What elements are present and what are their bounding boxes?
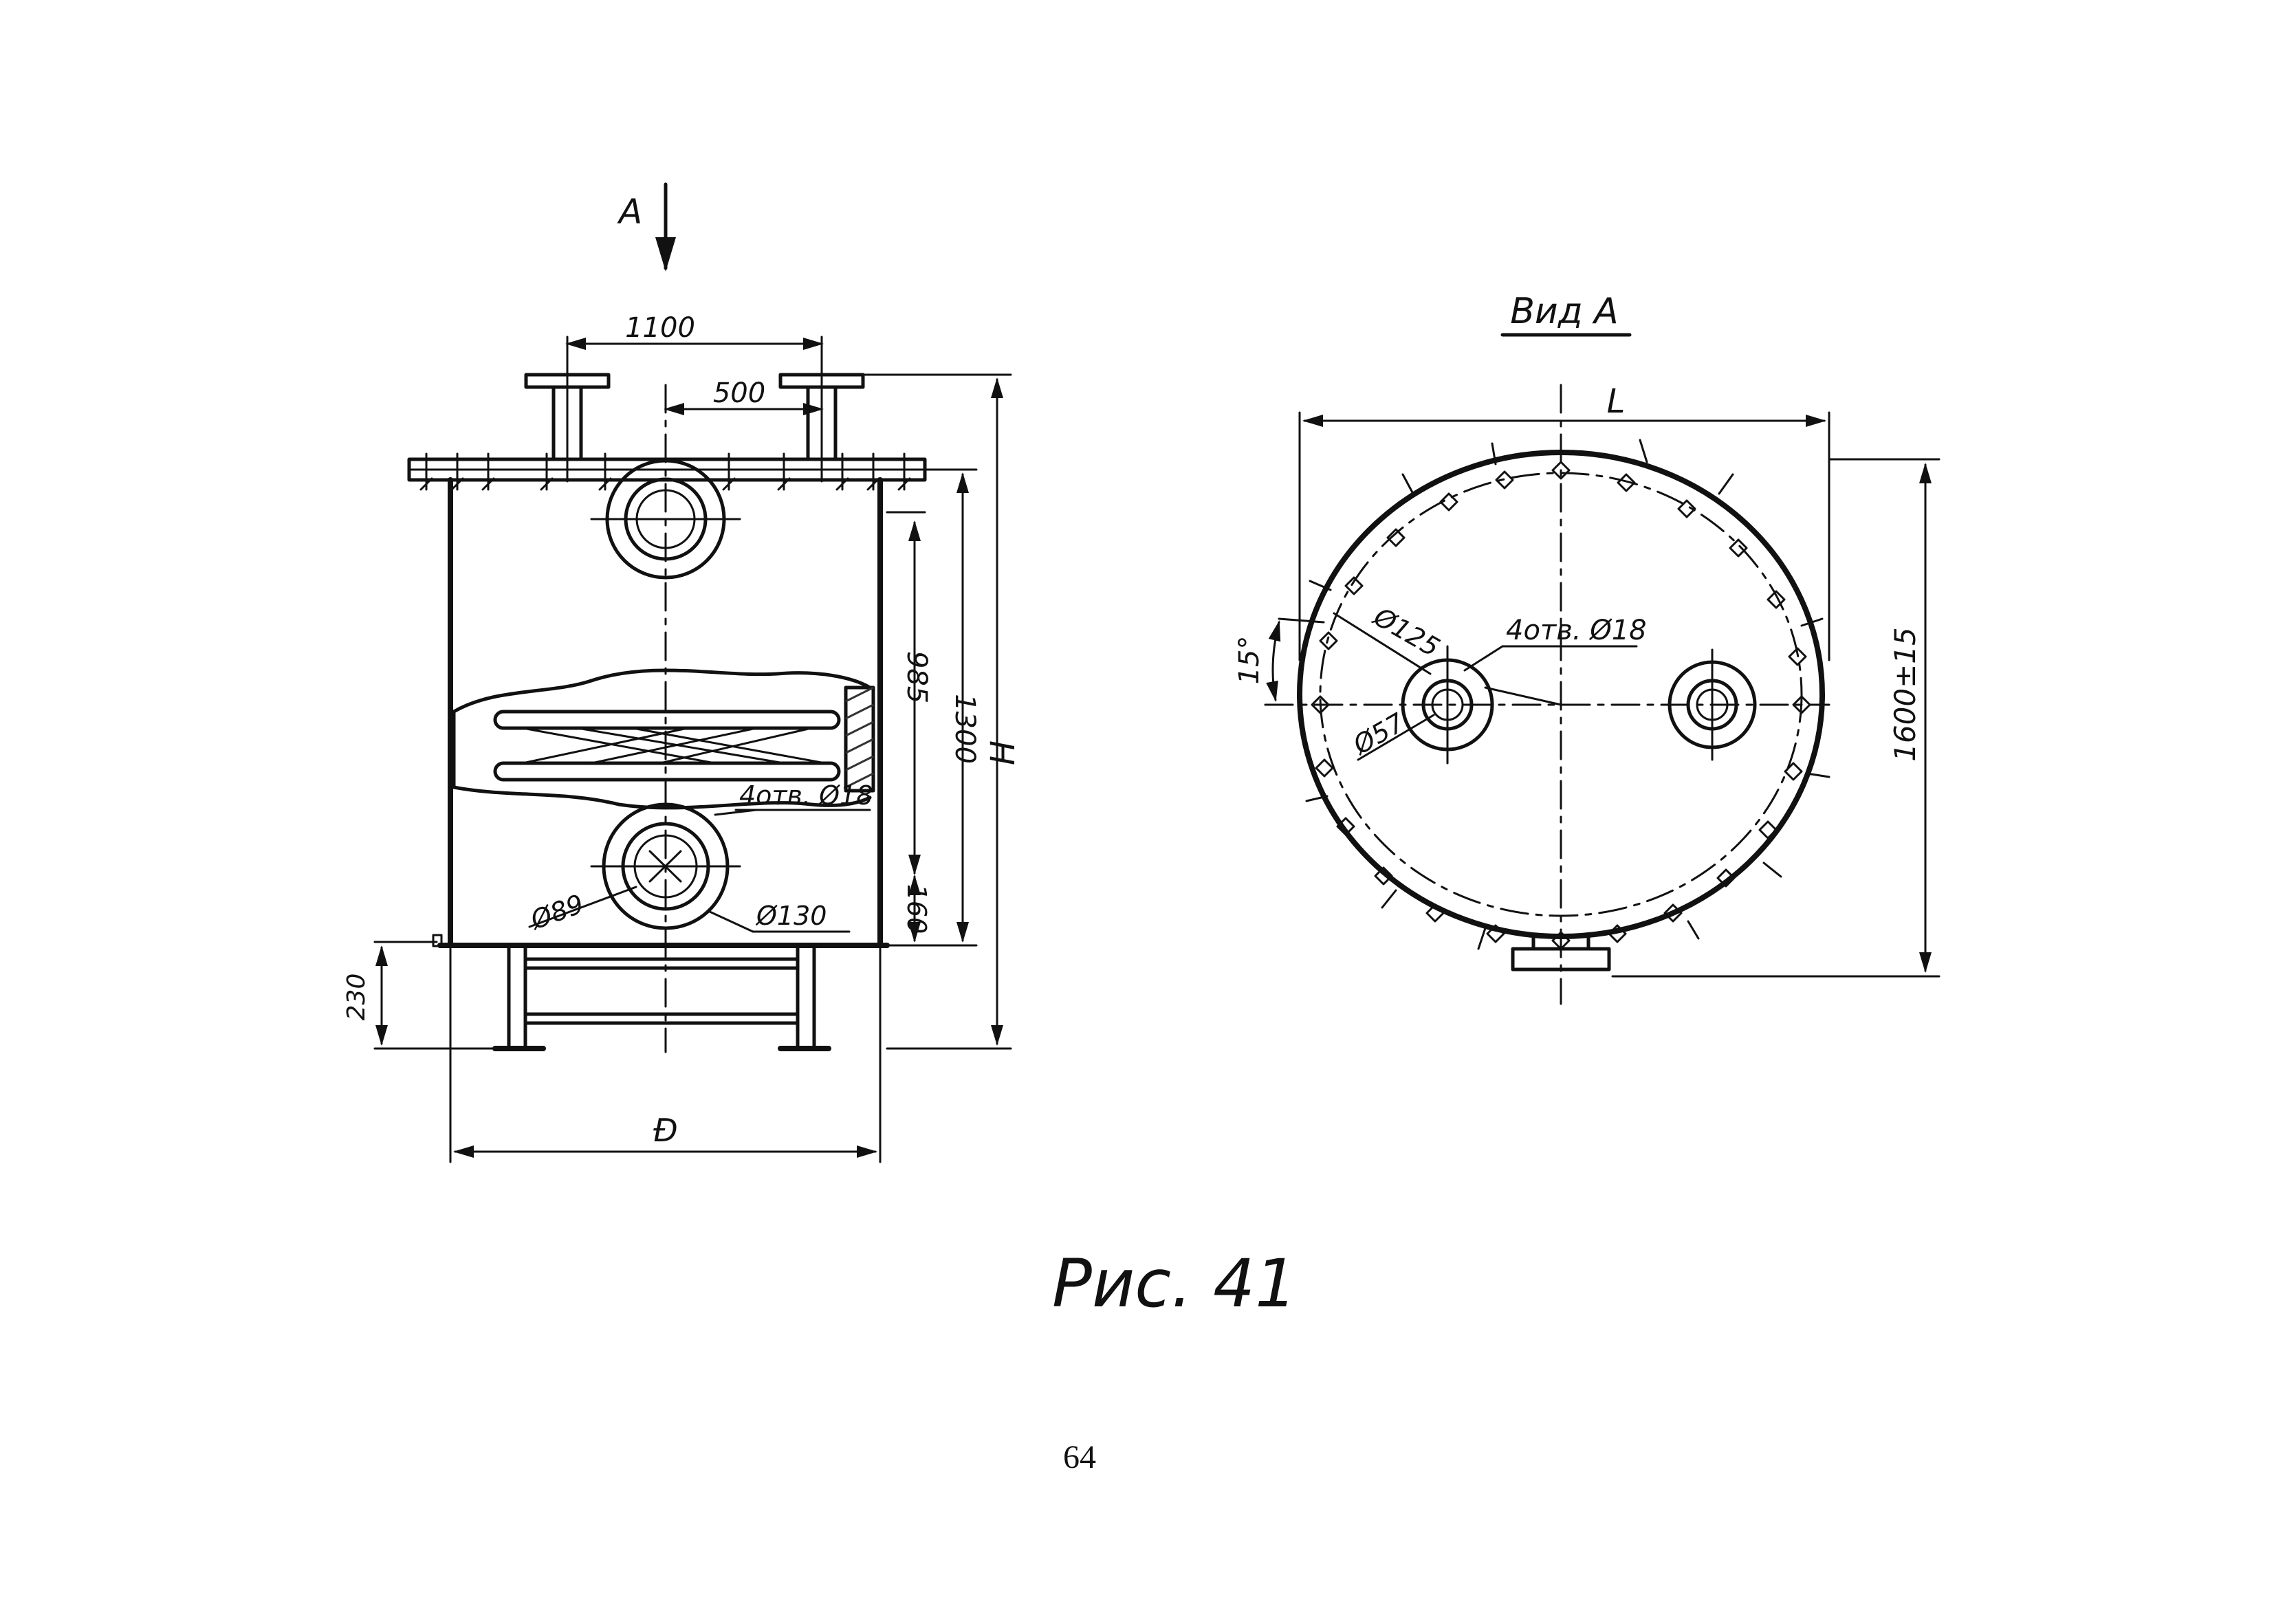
svg-text:L: L [1607, 382, 1626, 421]
holes-note-top: 4отв. Ø18 [1463, 615, 1647, 706]
dim-l: L [1298, 382, 1830, 661]
dim-top-spacing: 1100 [565, 312, 824, 350]
svg-text:Вид А: Вид А [1510, 291, 1619, 332]
svg-text:985: 985 [901, 651, 932, 703]
dim-inner-spacing: 500 [664, 377, 824, 415]
svg-text:15°: 15° [1234, 636, 1265, 685]
svg-text:500: 500 [713, 377, 765, 409]
flange-diameter-label-front: Ø130 [707, 901, 851, 933]
svg-text:Ø125: Ø125 [1368, 601, 1445, 663]
svg-text:1600±15: 1600±15 [1888, 627, 1922, 762]
svg-text:Ø57: Ø57 [1347, 707, 1410, 761]
holes-note-front: 4отв. Ø18 [714, 780, 873, 816]
section-arrow-label: A [617, 192, 642, 232]
lower-side-flange [590, 802, 741, 930]
dim-160: 160 [901, 875, 932, 943]
dim-985: 985 [886, 511, 932, 875]
top-view: Вид А [1234, 291, 1940, 1005]
section-arrow-a: A [617, 182, 676, 272]
top-view-title: Вид А [1500, 291, 1632, 337]
bottom-outlet [1511, 933, 1611, 972]
dim-height-top: 1600±15 [1611, 458, 1940, 978]
right-nozzle-top [1668, 648, 1757, 761]
pipe-diameter-label-front: Ø89 [525, 886, 637, 936]
rim-ticks [1305, 439, 1830, 950]
dim-d: Ð [449, 947, 882, 1163]
figure-caption: Рис. 41 [1052, 1245, 1297, 1322]
upper-side-flange [590, 459, 741, 580]
svg-text:H: H [982, 740, 1020, 765]
svg-text:4отв. Ø18: 4отв. Ø18 [1506, 615, 1647, 646]
svg-text:Ø89: Ø89 [525, 888, 587, 936]
heating-coil-section [452, 668, 875, 810]
bolt-holes [1311, 461, 1811, 950]
svg-text:230: 230 [342, 974, 371, 1021]
svg-text:160: 160 [901, 884, 932, 934]
left-nozzle-top [1401, 645, 1494, 765]
svg-text:1100: 1100 [625, 312, 695, 344]
svg-text:1300: 1300 [949, 694, 981, 764]
support-stand [492, 943, 831, 1051]
dim-1300: 1300 [886, 468, 981, 947]
svg-text:Ø130: Ø130 [755, 901, 827, 931]
front-view: A [342, 182, 1020, 1163]
svg-text:Ð: Ð [653, 1112, 678, 1149]
svg-text:4отв. Ø18: 4отв. Ø18 [739, 780, 873, 811]
page-number: 64 [1063, 1439, 1096, 1475]
angle-15: 15° [1234, 617, 1325, 702]
dim-230: 230 [342, 941, 510, 1050]
vessel-rim [1297, 450, 1825, 939]
pipe-diameter-label-top: Ø57 [1347, 707, 1435, 761]
dim-h: H [862, 373, 1020, 1050]
top-nozzle-left [524, 336, 611, 483]
